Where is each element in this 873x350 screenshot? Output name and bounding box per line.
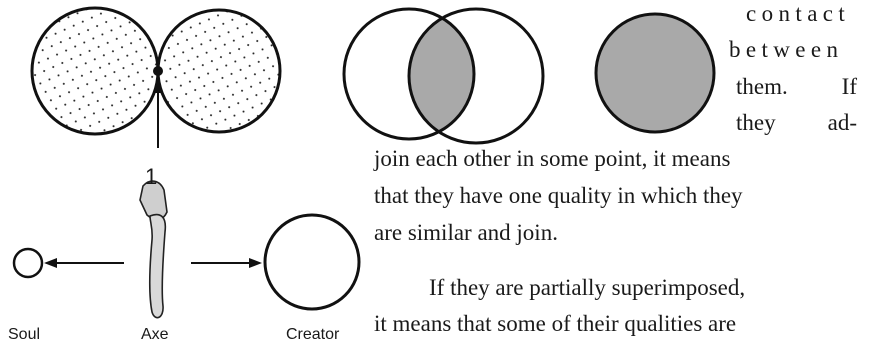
wrap-line-1: contact [746,1,850,27]
body-line-5: it means that some of their qualities ar… [374,311,736,337]
wrap-line-3-a: them. [736,74,788,100]
soul-caption: Soul [8,326,40,344]
arrow-left [44,258,124,268]
body-line-2: that they have one quality in which they [374,183,743,209]
tangent-circles [32,8,280,148]
left-stippled-circle [32,8,158,134]
contact-point [153,66,163,76]
wrap-line-4-b: ad- [828,110,857,136]
soul-circle [14,249,42,277]
filled-circle [596,14,714,132]
arrow-up [153,79,163,148]
wrap-line-3-b: If [842,74,857,100]
axe-caption: Axe [141,326,169,344]
body-line-4: If they are partially superimposed, [429,275,745,301]
wrap-line-3: them. If [736,74,857,100]
wrap-line-2: between [729,37,843,63]
body-line-1: join each other in some point, it means [374,146,730,172]
axe-icon [140,181,167,318]
wrap-line-4-a: they [736,110,776,136]
wrap-line-4: they ad- [736,110,857,136]
arrow-right [191,258,262,268]
creator-caption: Creator [286,326,339,344]
touch-point-label: 1 [145,164,157,190]
body-line-3: are similar and join. [374,220,558,246]
axe-handle [150,215,166,318]
right-stippled-circle [158,10,280,132]
creator-circle [265,215,359,309]
